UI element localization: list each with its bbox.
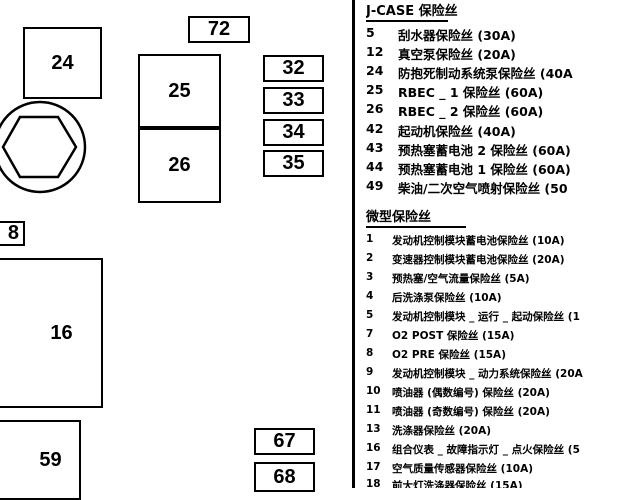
fuse-8: 8 <box>0 221 25 246</box>
fuse-16: 16 <box>0 258 103 408</box>
fuse-26: 26 <box>138 128 221 203</box>
fuse-67: 67 <box>254 428 315 455</box>
hex-bolt-icon <box>0 100 87 194</box>
fuse-25: 25 <box>138 54 221 128</box>
divider-line <box>352 0 355 488</box>
fuse-59: 59 <box>0 420 81 500</box>
jcase-section-title: J-CASE 保险丝 <box>366 0 458 22</box>
mini-section-title: 微型保险丝 <box>366 206 466 228</box>
fuse-68: 68 <box>254 462 315 492</box>
fuse-34: 34 <box>263 119 324 146</box>
fuse-24: 24 <box>23 27 102 99</box>
fuse-35: 35 <box>263 150 324 177</box>
fuse-72: 72 <box>188 16 250 43</box>
fuse-33: 33 <box>263 87 324 114</box>
fuse-32: 32 <box>263 55 324 82</box>
